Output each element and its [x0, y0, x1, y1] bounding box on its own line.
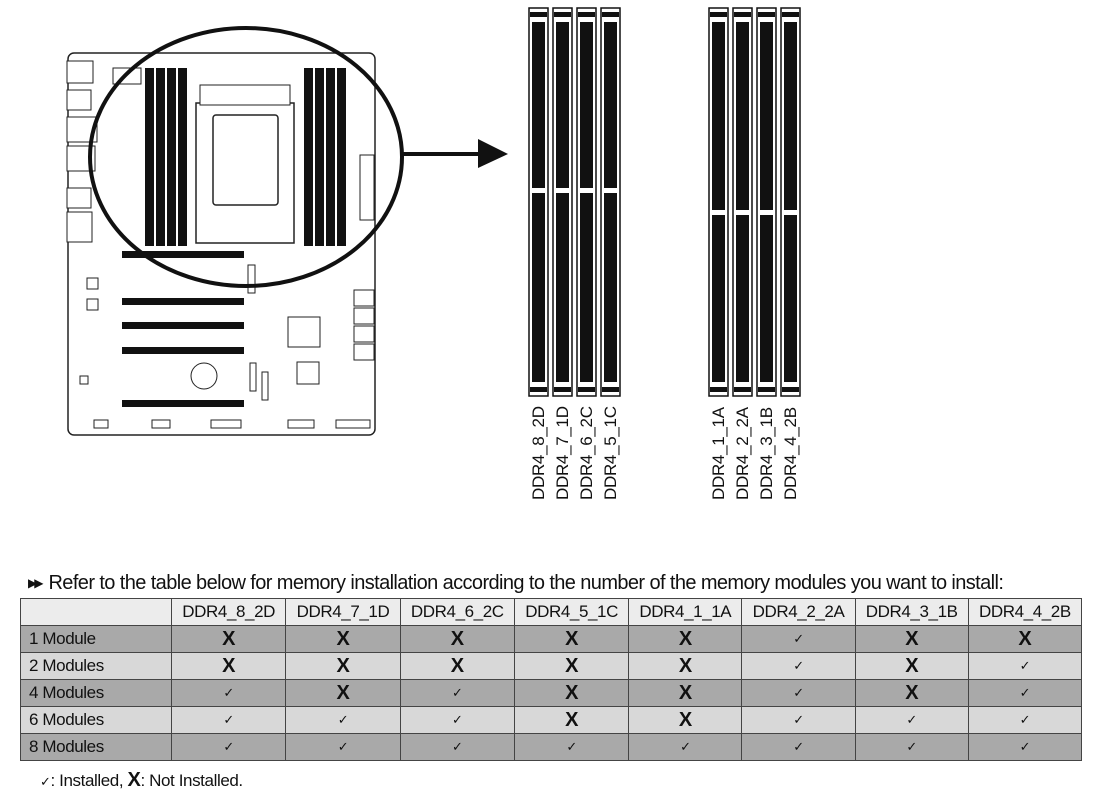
slot-label: DDR4_2_2A	[733, 407, 752, 500]
installed-cell: ✓	[399, 679, 515, 707]
not-installed-cell: X	[399, 652, 515, 680]
installed-cell: ✓	[399, 706, 515, 734]
not-installed-cell: X	[285, 652, 401, 680]
installed-cell: ✓	[170, 733, 287, 761]
column-header: DDR4_5_1C	[513, 598, 630, 626]
column-header: DDR4_8_2D	[170, 598, 287, 626]
slot-label: DDR4_3_1B	[757, 407, 776, 500]
column-header: DDR4_3_1B	[854, 598, 969, 626]
installed-cell: ✓	[967, 733, 1083, 761]
legend: ✓: Installed, X: Not Installed.	[40, 769, 243, 792]
installed-cell: ✓	[741, 733, 856, 761]
not-installed-cell: X	[628, 679, 743, 707]
column-header: DDR4_6_2C	[399, 598, 515, 626]
installed-cell: ✓	[741, 679, 856, 707]
row-label: 8 Modules	[20, 733, 172, 761]
not-installed-cell: X	[628, 706, 743, 734]
slot-label: DDR4_5_1C	[601, 406, 620, 500]
row-label: 4 Modules	[20, 679, 172, 707]
installed-cell: ✓	[170, 706, 287, 734]
not-installed-cell: X	[285, 625, 401, 653]
not-installed-cell: X	[513, 679, 630, 707]
installed-cell: ✓	[399, 733, 515, 761]
corner-cell	[20, 598, 172, 626]
legend-not-installed: : Not Installed.	[140, 771, 243, 790]
installed-cell: ✓	[967, 679, 1083, 707]
installed-cell: ✓	[285, 706, 401, 734]
slot-label: DDR4_6_2C	[577, 406, 596, 500]
not-installed-cell: X	[967, 625, 1083, 653]
row-label: 1 Module	[20, 625, 172, 653]
not-installed-cell: X	[854, 679, 969, 707]
table-row: 8 Modules✓✓✓✓✓✓✓✓	[20, 733, 1083, 761]
double-arrow-icon: ▶▶	[28, 576, 44, 590]
installed-cell: ✓	[741, 652, 856, 680]
not-installed-cell: X	[399, 625, 515, 653]
installed-cell: ✓	[967, 706, 1083, 734]
not-installed-cell: X	[170, 652, 287, 680]
column-header: DDR4_7_1D	[285, 598, 401, 626]
not-installed-cell: X	[854, 625, 969, 653]
slot-label: DDR4_4_2B	[781, 407, 800, 500]
installed-cell: ✓	[628, 733, 743, 761]
x-icon: X	[127, 769, 141, 791]
not-installed-cell: X	[628, 652, 743, 680]
not-installed-cell: X	[170, 625, 287, 653]
motherboard-diagram	[66, 7, 801, 436]
installed-cell: ✓	[285, 733, 401, 761]
installed-cell: ✓	[854, 733, 969, 761]
check-icon: ✓	[40, 774, 51, 789]
slot-label: DDR4_8_2D	[529, 406, 548, 500]
not-installed-cell: X	[513, 625, 630, 653]
row-label: 6 Modules	[20, 706, 172, 734]
installed-cell: ✓	[967, 652, 1083, 680]
slot-label: DDR4_1_1A	[709, 407, 728, 500]
column-header: DDR4_4_2B	[967, 598, 1083, 626]
not-installed-cell: X	[854, 652, 969, 680]
installed-cell: ✓	[170, 679, 287, 707]
installed-cell: ✓	[854, 706, 969, 734]
intro-text: ▶▶ Refer to the table below for memory in…	[28, 572, 1004, 595]
installed-cell: ✓	[741, 625, 856, 653]
column-header: DDR4_2_2A	[741, 598, 856, 626]
row-label: 2 Modules	[20, 652, 172, 680]
column-header: DDR4_1_1A	[628, 598, 743, 626]
installed-cell: ✓	[741, 706, 856, 734]
not-installed-cell: X	[513, 706, 630, 734]
slot-label: DDR4_7_1D	[553, 406, 572, 500]
intro-label: Refer to the table below for memory inst…	[48, 572, 1004, 594]
not-installed-cell: X	[628, 625, 743, 653]
not-installed-cell: X	[513, 652, 630, 680]
legend-installed: : Installed,	[50, 771, 124, 790]
installed-cell: ✓	[513, 733, 630, 761]
not-installed-cell: X	[285, 679, 401, 707]
